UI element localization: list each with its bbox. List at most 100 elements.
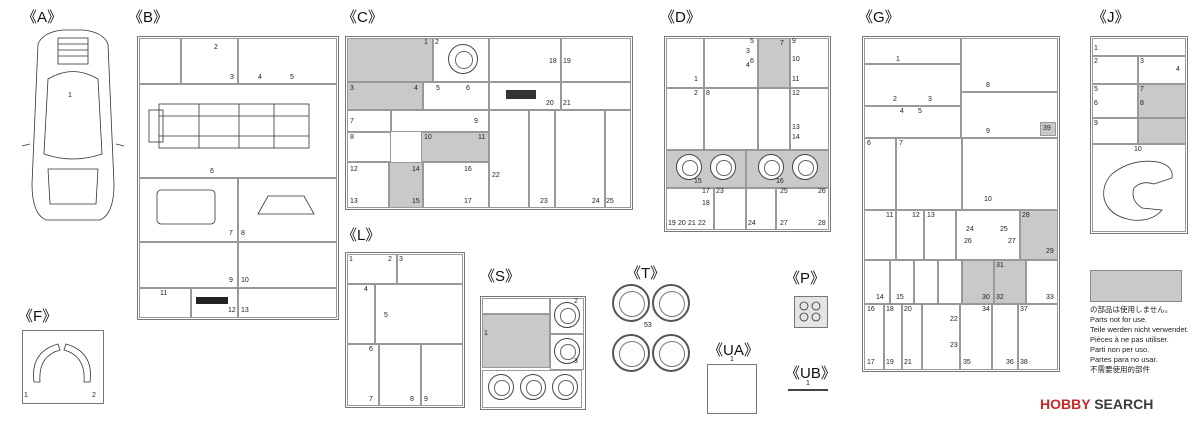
g-cell-4-5 xyxy=(864,106,961,138)
part-num-g34: 34 xyxy=(982,306,990,313)
sprue-label-ub: 《UB》 xyxy=(785,365,836,382)
c-cell-23 xyxy=(529,110,555,208)
part-num-d27: 27 xyxy=(780,220,788,227)
d-cell-8b xyxy=(758,88,790,150)
logo-brand: HOBBY xyxy=(1040,396,1091,412)
c-cell-10-11 xyxy=(421,132,489,162)
l-cell-9 xyxy=(421,344,463,406)
part-num-g32: 32 xyxy=(996,294,1004,301)
part-num-l3: 3 xyxy=(399,256,403,263)
b-cell-9 xyxy=(139,242,238,288)
part-num-f1: 1 xyxy=(24,392,28,399)
c-cell-22 xyxy=(489,110,529,208)
g-cell-36 xyxy=(992,304,1018,370)
part-num-d23: 23 xyxy=(716,188,724,195)
part-num-c24: 24 xyxy=(592,198,600,205)
part-num-j1: 1 xyxy=(1094,45,1098,52)
j-cell-5-6 xyxy=(1092,84,1138,118)
part-num-g27: 27 xyxy=(1008,238,1016,245)
part-num-d3: 3 xyxy=(746,48,750,55)
part-num-d5: 5 xyxy=(750,38,754,45)
note-de: Teile werden nicht verwendet. xyxy=(1090,325,1189,334)
d-cell-25-28 xyxy=(776,188,829,230)
part-num-g19: 19 xyxy=(886,359,894,366)
part-num-d12: 12 xyxy=(792,90,800,97)
b-cell-10 xyxy=(238,242,337,288)
sprue-label-j: 《J》 xyxy=(1092,9,1130,26)
part-num-d22: 22 xyxy=(698,220,706,227)
part-num-c23: 23 xyxy=(540,198,548,205)
part-num-a1: 1 xyxy=(68,92,72,99)
s3-wheel-b-icon xyxy=(488,374,514,400)
part-num-g5: 5 xyxy=(918,108,922,115)
part-num-g16: 16 xyxy=(867,306,875,313)
part-num-c8: 8 xyxy=(350,134,354,141)
c-cell-8 xyxy=(347,132,391,162)
part-num-j10: 10 xyxy=(1134,146,1142,153)
part-num-d6: 6 xyxy=(750,58,754,65)
part-num-c20: 20 xyxy=(546,100,554,107)
c-cell-24 xyxy=(555,110,605,208)
g-cell-16-17 xyxy=(864,304,884,370)
p-parts-drawing xyxy=(799,301,821,322)
part-num-g35: 35 xyxy=(963,359,971,366)
part-num-d14: 14 xyxy=(792,134,800,141)
c2-wheel-icon xyxy=(448,44,478,74)
l-cell-3 xyxy=(397,254,463,284)
part-num-d19: 19 xyxy=(668,220,676,227)
g-cell-15 xyxy=(890,260,914,304)
g-cell-37-38 xyxy=(1018,304,1058,370)
part-num-b12: 12 xyxy=(228,307,236,314)
t-tire-3 xyxy=(612,334,650,372)
part-num-c17: 17 xyxy=(464,198,472,205)
s3-wheel-a-icon xyxy=(554,338,580,364)
g-cell-13 xyxy=(924,210,956,260)
part-num-c2: 2 xyxy=(435,39,439,46)
part-num-d20: 20 xyxy=(678,220,686,227)
g-cell-20-21 xyxy=(902,304,922,370)
d16-wheel-a-icon xyxy=(758,154,784,180)
part-num-j3: 3 xyxy=(1140,58,1144,65)
c-cell-7-top xyxy=(347,110,391,132)
part-num-g13: 13 xyxy=(927,212,935,219)
part-num-f2: 2 xyxy=(92,392,96,399)
g-cell-a xyxy=(914,260,938,304)
l-cell-6-7 xyxy=(347,344,379,406)
part-num-c5: 5 xyxy=(436,85,440,92)
j-cell-2 xyxy=(1092,56,1138,84)
part-num-j2: 2 xyxy=(1094,58,1098,65)
b-cell-empty xyxy=(139,38,181,84)
part-num-g14: 14 xyxy=(876,294,884,301)
sprue-label-b: 《B》 xyxy=(128,9,169,26)
part-num-b2: 2 xyxy=(214,44,218,51)
part-num-d8: 8 xyxy=(706,90,710,97)
part-num-l6: 6 xyxy=(369,346,373,353)
part-num-ua1: 1 xyxy=(730,356,734,363)
body-part-a1 xyxy=(21,29,125,221)
part-num-g31: 31 xyxy=(996,262,1004,269)
l-cell-8 xyxy=(379,344,421,406)
part-num-b13: 13 xyxy=(241,307,249,314)
part-num-d9: 9 xyxy=(792,38,796,45)
part-num-g2: 2 xyxy=(893,96,897,103)
note-en: Parts not for use. xyxy=(1090,315,1148,324)
d15-wheel-a-icon xyxy=(676,154,702,180)
j-cell-9b xyxy=(1138,118,1186,144)
part-num-c15: 15 xyxy=(412,198,420,205)
part-num-d28: 28 xyxy=(818,220,826,227)
t-tire-1 xyxy=(612,284,650,322)
part-num-g36: 36 xyxy=(1006,359,1014,366)
c20-black-strip xyxy=(506,90,536,99)
part-num-d17: 17 xyxy=(702,188,710,195)
part-num-b5: 5 xyxy=(290,74,294,81)
part-num-c21: 21 xyxy=(563,100,571,107)
part-num-l9: 9 xyxy=(424,396,428,403)
unused-parts-swatch xyxy=(1090,270,1182,302)
c-cell-1 xyxy=(347,38,433,82)
part-num-c18: 18 xyxy=(549,58,557,65)
part-num-d10: 10 xyxy=(792,56,800,63)
part-num-g29: 29 xyxy=(1046,248,1054,255)
part-num-s2: 2 xyxy=(574,298,578,305)
part-num-c4: 4 xyxy=(414,85,418,92)
part-num-c3: 3 xyxy=(350,85,354,92)
